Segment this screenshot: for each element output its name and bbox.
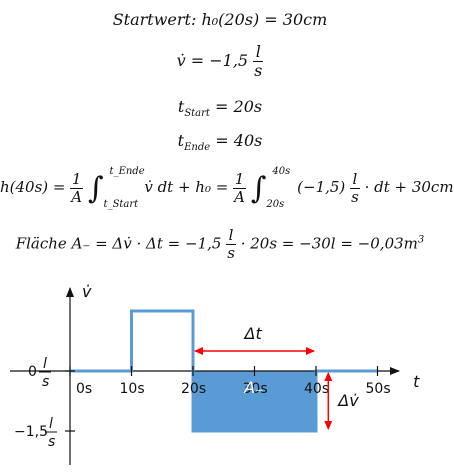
vdot-lhs: v̇ = −1,5 bbox=[176, 51, 249, 70]
x-tick-label-30s: 30s bbox=[243, 381, 268, 397]
h40-fraction-3-denominator: s bbox=[351, 187, 359, 206]
h40-integral-2-coefficient: (−1,5) bbox=[297, 178, 346, 196]
y-tick-label-neg1-5-den: s bbox=[48, 434, 55, 450]
h40-fraction-2-numerator: 1 bbox=[233, 169, 246, 189]
h40-lhs: h(40s) = bbox=[0, 178, 66, 196]
flaeche-lhs: Fläche A₋ = Δv̇ · Δt = −1,5 bbox=[15, 234, 222, 253]
vdot-fraction-numerator: l bbox=[253, 44, 264, 62]
y-tick-label-neg1-5-num: l bbox=[49, 416, 53, 432]
h40-integral-1-body: v̇ dt + h₀ = bbox=[144, 178, 229, 196]
flaeche-fraction-denominator: s bbox=[227, 244, 235, 262]
integral-sign-2: ∫ bbox=[250, 170, 267, 206]
h40-fraction-1: 1 A bbox=[70, 169, 84, 206]
h40-fraction-1-numerator: 1 bbox=[70, 169, 84, 189]
y-tick-label-0-num: l bbox=[43, 356, 47, 372]
integral-sign-1: ∫ bbox=[87, 170, 104, 206]
integral-1-upper: t_Ende bbox=[109, 166, 145, 177]
y-tick-label-neg1-5-value: −1,5 bbox=[14, 424, 48, 440]
flaeche-rhs: · 20s = −30l = −0,03m bbox=[240, 234, 418, 253]
equation-startwert: Startwert: h₀(20s) = 30cm bbox=[0, 10, 440, 29]
x-tick-label-0s: 0s bbox=[76, 381, 92, 397]
x-tick-label-40s: 40s bbox=[304, 381, 329, 397]
equation-h40: h(40s) = 1 A ∫ t_Ende t_Start v̇ dt + h₀ =… bbox=[0, 166, 454, 210]
shaded-area-label: A₋ bbox=[243, 378, 263, 397]
integral-2-lower: 20s bbox=[266, 199, 285, 210]
tstart-subscript: Start bbox=[184, 108, 210, 120]
x-axis-label: t bbox=[413, 372, 420, 391]
x-tick-label-10s: 10s bbox=[120, 381, 145, 397]
shaded-area-a-minus bbox=[193, 371, 316, 431]
h40-fraction-3-numerator: l bbox=[350, 171, 360, 189]
integral-2-upper: 40s bbox=[272, 166, 291, 177]
integral-1-limits: t_Ende t_Start bbox=[103, 166, 145, 210]
delta-t-label: Δt bbox=[243, 324, 263, 343]
vdot-fraction-denominator: s bbox=[254, 61, 263, 80]
tende-subscript: Ende bbox=[184, 142, 211, 154]
equation-tstart: tStart = 20s bbox=[0, 97, 440, 120]
h40-fraction-1-denominator: A bbox=[71, 187, 83, 206]
integral-1-lower: t_Start bbox=[103, 199, 139, 210]
h40-fraction-3: l s bbox=[350, 171, 360, 206]
equation-tende: tEnde = 40s bbox=[0, 131, 440, 154]
integral-2-limits: 40s 20s bbox=[266, 166, 292, 210]
y-axis-label: v̇ bbox=[82, 282, 92, 301]
tstart-symbol: t bbox=[177, 97, 185, 116]
equation-flaeche: Fläche A₋ = Δv̇ · Δt = −1,5 l s · 20s = … bbox=[0, 228, 440, 261]
tende-value: = 40s bbox=[215, 131, 263, 150]
vdot-fraction: l s bbox=[253, 44, 264, 80]
x-tick-label-20s: 20s bbox=[181, 381, 206, 397]
x-tick-label-50s: 50s bbox=[366, 381, 391, 397]
flaeche-fraction-numerator: l bbox=[226, 228, 236, 245]
flaeche-exponent: 3 bbox=[417, 234, 425, 246]
y-tick-label-0-den: s bbox=[42, 374, 49, 390]
h40-fraction-2: 1 A bbox=[233, 169, 246, 206]
startwert-label: Startwert: bbox=[112, 10, 197, 29]
h40-integral-2-tail: · dt + 30cm bbox=[364, 178, 454, 196]
h40-fraction-2-denominator: A bbox=[234, 187, 245, 206]
equation-vdot: v̇ = −1,5 l s bbox=[0, 44, 440, 79]
tende-symbol: t bbox=[177, 131, 185, 150]
tstart-value: = 20s bbox=[215, 97, 263, 116]
flaeche-fraction: l s bbox=[226, 228, 236, 261]
startwert-expression: h₀(20s) = 30cm bbox=[201, 10, 328, 29]
y-tick-label-0-value: 0 bbox=[28, 364, 37, 380]
delta-vdot-label: Δv̇ bbox=[336, 391, 359, 410]
